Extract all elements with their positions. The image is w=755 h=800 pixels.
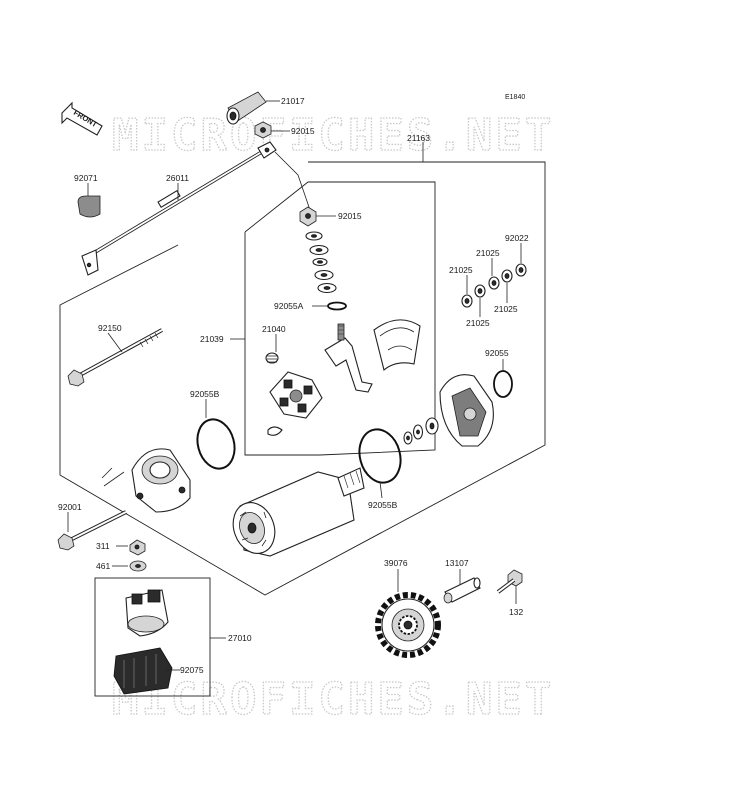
watermark-top: MICROFICHES.NET xyxy=(112,110,554,161)
label-21040: 21040 xyxy=(262,324,286,334)
label-92015-top: 92015 xyxy=(291,126,315,136)
label-26011: 26011 xyxy=(166,173,189,183)
cap-92071 xyxy=(77,183,101,218)
label-21025-c: 21025 xyxy=(494,304,518,314)
label-92071: 92071 xyxy=(74,173,98,183)
label-311: 311 xyxy=(96,541,110,551)
label-39076: 39076 xyxy=(384,558,408,568)
frame-21039 xyxy=(244,181,436,456)
label-92022: 92022 xyxy=(505,233,529,243)
front-cover xyxy=(101,448,191,513)
shaft-washers xyxy=(403,417,439,445)
terminal-boot-21017 xyxy=(226,91,280,125)
label-27010: 27010 xyxy=(228,633,252,643)
washer-461 xyxy=(112,560,147,572)
brush-holder-21040 xyxy=(265,334,323,436)
label-461: 461 xyxy=(96,561,110,571)
label-92055: 92055 xyxy=(485,348,509,358)
yoke-segment xyxy=(373,319,421,371)
label-13107: 13107 xyxy=(445,558,469,568)
label-92055a: 92055A xyxy=(274,301,304,311)
shaft-13107 xyxy=(443,569,481,604)
label-92015-lower: 92015 xyxy=(338,211,362,221)
o-ring-92055a xyxy=(312,301,347,311)
label-92075: 92075 xyxy=(180,665,204,675)
o-ring-92055 xyxy=(493,359,513,398)
washer-group-21025 xyxy=(461,243,527,317)
washer-stack xyxy=(305,231,337,294)
nut-92015-top xyxy=(254,121,290,139)
diagram-code: E1840 xyxy=(505,94,525,101)
cover-92075 xyxy=(113,647,180,695)
nut-92015-lower xyxy=(299,206,336,227)
bolt-92001 xyxy=(57,510,127,551)
label-21163: 21163 xyxy=(407,133,430,143)
label-92055b-left: 92055B xyxy=(190,389,220,399)
brush-plate xyxy=(324,323,373,393)
o-ring-92055b-left xyxy=(196,399,236,470)
label-92001: 92001 xyxy=(58,502,82,512)
label-132: 132 xyxy=(509,607,523,617)
cable-26011 xyxy=(81,141,311,276)
label-21017: 21017 xyxy=(281,96,305,106)
frame-21163 xyxy=(59,161,546,596)
solenoid-27010 xyxy=(125,589,226,639)
watermark-bottom: MICROFICHES.NET xyxy=(112,674,554,725)
frame-27010 xyxy=(94,577,211,697)
label-21025-d: 21025 xyxy=(466,318,490,328)
through-bolt-92150 xyxy=(67,328,163,387)
bolt-132 xyxy=(496,569,523,604)
o-ring-92055b-right xyxy=(358,428,402,499)
label-21025-b: 21025 xyxy=(449,265,473,275)
front-arrow-icon: FRONT xyxy=(61,101,103,136)
end-cover-right xyxy=(439,374,494,447)
gear-39076 xyxy=(375,569,441,658)
label-21025-a: 21025 xyxy=(476,248,500,258)
motor-yoke xyxy=(232,467,365,557)
label-92150: 92150 xyxy=(98,323,122,333)
label-21039: 21039 xyxy=(200,334,224,344)
nut-311 xyxy=(116,539,146,556)
label-92055b-right: 92055B xyxy=(368,500,398,510)
